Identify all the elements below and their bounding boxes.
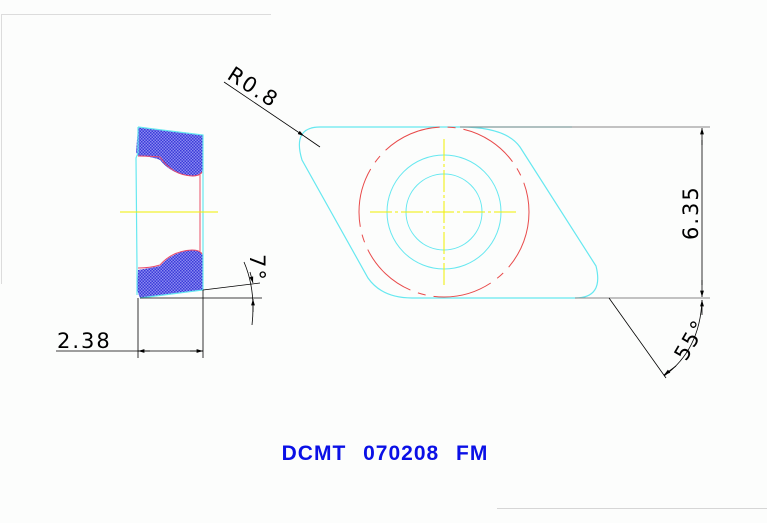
corner-radius-label: R0.8 <box>223 62 283 113</box>
nose-angle-arc <box>663 299 703 377</box>
clearance-angle-label: 7° <box>245 254 269 282</box>
frame-border-left <box>1 14 2 284</box>
top-view: R0.8 6.35 55° <box>223 62 712 379</box>
insert-designation-title: DCMT 070208 FM <box>281 442 489 465</box>
nose-angle-label: 55° <box>670 315 712 364</box>
frame-border-top <box>1 14 271 15</box>
clearance-arc <box>243 261 254 326</box>
arrow-7-top <box>249 271 254 284</box>
section-hatch-top <box>136 127 203 176</box>
frame-border-bottom <box>497 508 767 509</box>
section-hatch-bottom <box>137 250 203 298</box>
side-view: 2.38 7° <box>56 126 269 358</box>
thickness-label: 2.38 <box>57 329 112 353</box>
arrow-55-bottom <box>663 365 677 376</box>
inscribed-circle-label: 6.35 <box>679 185 703 240</box>
radius-leader <box>223 81 305 137</box>
chipbreaker-profile-bottom <box>137 249 203 269</box>
chipbreaker-profile-top <box>137 155 203 177</box>
chipbreaker-circle <box>358 126 530 298</box>
nose-angle-line <box>608 297 667 379</box>
radius-leader-tail <box>303 135 321 148</box>
